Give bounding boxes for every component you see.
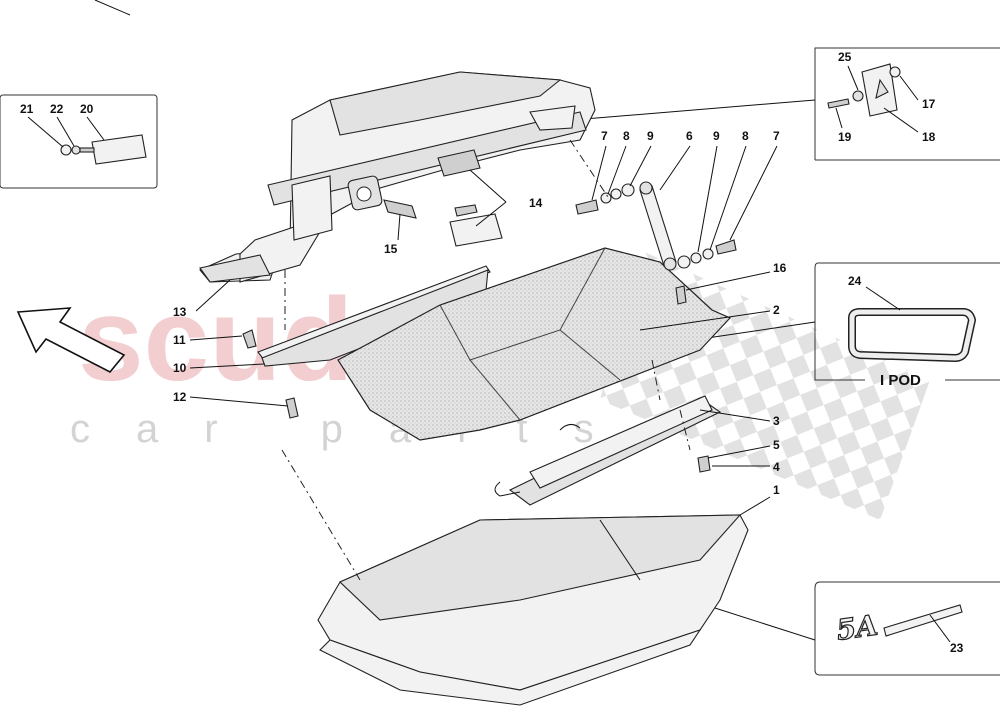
inset-box-lamp [0, 94, 158, 189]
callout-6: 6 [686, 129, 693, 143]
fasteners-right [677, 239, 737, 269]
callout-labels: 1 2 3 4 5 6 7 7 8 8 9 9 10 11 12 13 14 1… [20, 50, 964, 655]
screw-4-5 [697, 455, 711, 473]
callout-7a: 7 [601, 129, 608, 143]
gas-strut [639, 181, 677, 271]
callout-21: 21 [20, 102, 34, 116]
fasteners-left [575, 183, 635, 215]
callout-19: 19 [838, 130, 852, 144]
direction-arrow-icon [16, 307, 126, 374]
callout-22: 22 [50, 102, 64, 116]
callout-25: 25 [838, 50, 852, 64]
callout-13: 13 [173, 305, 187, 319]
callout-23: 23 [950, 641, 964, 655]
callout-15: 15 [384, 242, 398, 256]
assembly-lines [281, 139, 691, 581]
screw-12 [285, 397, 299, 419]
callout-9b: 9 [713, 129, 720, 143]
callout-12: 12 [173, 390, 187, 404]
callout-24: 24 [848, 274, 862, 288]
callout-1: 1 [773, 483, 780, 497]
callout-8a: 8 [623, 129, 630, 143]
watermark-sub: car parts [70, 407, 640, 451]
latch-14 [449, 204, 503, 247]
callout-18: 18 [922, 130, 936, 144]
callout-16: 16 [773, 261, 787, 275]
callout-9a: 9 [647, 129, 654, 143]
pin-15 [383, 199, 417, 219]
callout-14: 14 [529, 196, 543, 210]
inset-box-bracket [814, 47, 1000, 161]
inset-box-ipod: I POD [814, 262, 1000, 389]
screw-11 [242, 329, 257, 349]
callout-20: 20 [80, 102, 94, 116]
callout-2: 2 [773, 303, 780, 317]
glovebox-lid [317, 514, 749, 706]
callout-4: 4 [773, 460, 780, 474]
callout-17: 17 [922, 97, 936, 111]
badge-emblem: 5A [834, 609, 879, 647]
callout-10: 10 [173, 361, 187, 375]
callout-7b: 7 [773, 129, 780, 143]
screw-16 [675, 285, 687, 305]
glovebox-housing [199, 71, 596, 283]
callout-leaders [189, 145, 778, 516]
glovebox-liner [337, 247, 732, 441]
callout-5: 5 [773, 438, 780, 452]
callout-8b: 8 [742, 129, 749, 143]
rail-10 [257, 265, 491, 367]
ipod-title: I POD [880, 372, 921, 389]
lid-mechanism [494, 395, 722, 506]
callout-11: 11 [173, 333, 186, 347]
inset-box-badge: 5A [814, 581, 1000, 676]
corner-line [94, 0, 131, 16]
callout-3: 3 [773, 414, 780, 428]
